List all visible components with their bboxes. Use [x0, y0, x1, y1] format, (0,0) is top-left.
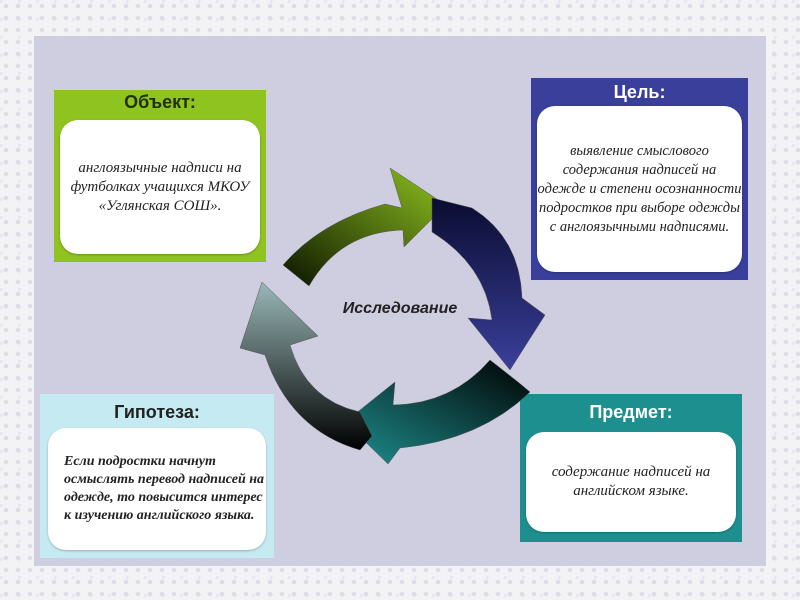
- object-panel: Объект: англоязычные надписи на футболка…: [54, 90, 266, 262]
- hypothesis-panel: Гипотеза: Если подростки начнут осмыслят…: [40, 394, 274, 558]
- subject-title: Предмет:: [589, 402, 673, 422]
- arrow-top-right: [431, 197, 546, 371]
- object-text-box: англоязычные надписи на футболках учащих…: [60, 120, 260, 254]
- object-title: Объект:: [124, 92, 196, 112]
- goal-text-box: выявление смыслового содержания надписей…: [537, 106, 742, 272]
- goal-text: выявление смыслового содержания надписей…: [537, 142, 742, 235]
- goal-title: Цель:: [613, 82, 666, 102]
- subject-text: содержание надписей на английском языке.: [551, 464, 711, 499]
- goal-panel: Цель: выявление смыслового содержания на…: [531, 78, 748, 280]
- subject-panel: Предмет: содержание надписей на английск…: [520, 394, 742, 542]
- object-text: англоязычные надписи на футболках учащих…: [70, 159, 250, 214]
- center-label: Исследование: [342, 300, 458, 317]
- hypothesis-text: Если подростки начнут осмыслять перевод …: [64, 454, 265, 523]
- hypothesis-text-box: Если подростки начнут осмыслять перевод …: [48, 428, 266, 550]
- arrow-top-left: [282, 167, 447, 287]
- arrow-bottom-right: [344, 359, 531, 465]
- subject-text-box: содержание надписей на английском языке.: [526, 432, 736, 532]
- cycle-arrows: [239, 167, 546, 465]
- hypothesis-title: Гипотеза:: [114, 402, 200, 422]
- arrow-bottom-left: [239, 281, 373, 451]
